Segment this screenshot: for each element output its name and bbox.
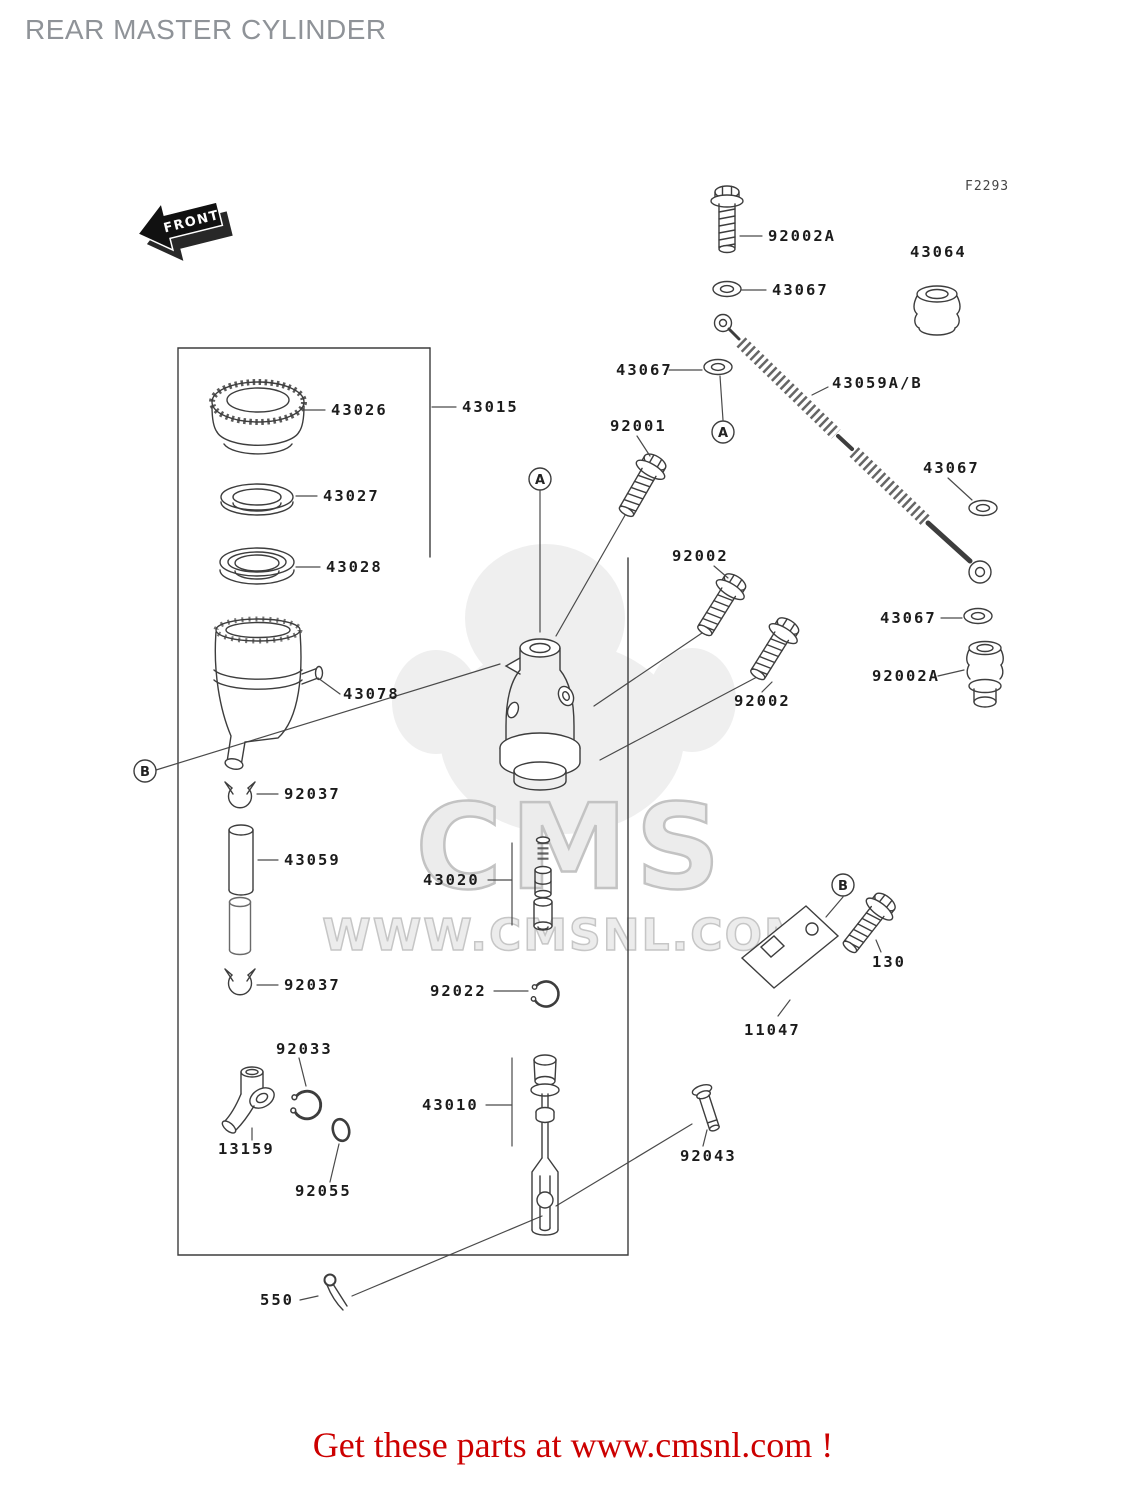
group-outline-box — [177, 347, 629, 1256]
marker-b-1: B — [133, 759, 157, 783]
part-label-43026: 43026 — [331, 401, 388, 419]
part-label-550: 550 — [260, 1291, 294, 1309]
part-washer-43067-2 — [703, 358, 733, 376]
part-label-92033: 92033 — [276, 1040, 333, 1058]
part-labels: 92002A 43067 43064 43067 43059A/B 43026 … — [218, 227, 980, 1309]
part-label-43010: 43010 — [422, 1096, 479, 1114]
part-piston-43020 — [533, 836, 553, 931]
marker-a-2: A — [528, 467, 552, 491]
part-bolt-92002-2 — [741, 611, 806, 687]
part-oring-92055 — [331, 1117, 351, 1143]
part-label-43059: 43059 — [284, 851, 341, 869]
part-cap-43026 — [209, 379, 307, 455]
part-snapring-92022 — [529, 979, 561, 1009]
part-label-92055: 92055 — [295, 1182, 352, 1200]
part-washer-43067-1 — [712, 280, 742, 298]
part-label-92037-2: 92037 — [284, 976, 341, 994]
svg-text:A: A — [718, 426, 728, 441]
part-label-92043: 92043 — [680, 1147, 737, 1165]
part-label-92002a-1: 92002A — [768, 227, 836, 245]
part-plate-43027 — [220, 483, 294, 516]
part-pin-92043 — [691, 1084, 720, 1132]
front-arrow: FRONT — [136, 201, 233, 261]
part-damper-43064 — [913, 285, 961, 336]
part-diaphragm-43028 — [219, 547, 295, 585]
part-label-130: 130 — [872, 953, 906, 971]
watermark-small-text: WWW.CMSNL.COM — [322, 910, 810, 961]
leader-lines-behind — [155, 490, 844, 1297]
part-hose-lower — [228, 896, 252, 956]
part-label-92022: 92022 — [430, 982, 487, 1000]
part-label-92001: 92001 — [610, 417, 667, 435]
svg-text:A: A — [535, 473, 545, 488]
part-pushrod-43010 — [530, 1054, 560, 1236]
part-washer-43067-4 — [963, 607, 993, 625]
watermark-big-text: CMS — [415, 778, 728, 916]
part-damper-bolt-92002a — [966, 640, 1004, 708]
svg-text:B: B — [140, 765, 150, 780]
part-rod-spring-43059ab — [713, 313, 992, 584]
part-label-43015: 43015 — [462, 398, 519, 416]
part-label-43067-4: 43067 — [880, 609, 937, 627]
page-title: REAR MASTER CYLINDER — [25, 14, 387, 45]
part-master-cylinder — [499, 638, 581, 791]
part-label-43027: 43027 — [323, 487, 380, 505]
part-label-13159: 13159 — [218, 1140, 275, 1158]
part-bolt-92001 — [610, 448, 673, 524]
part-clamp-92037-1 — [224, 781, 256, 809]
part-snapring-92033 — [288, 1088, 324, 1122]
marker-b-2: B — [831, 873, 855, 897]
part-bolt-92002-1 — [688, 567, 753, 643]
part-label-92037-1: 92037 — [284, 785, 341, 803]
part-label-43067-2: 43067 — [616, 361, 673, 379]
part-label-43059ab: 43059A/B — [832, 374, 923, 392]
leader-lines-front — [251, 235, 973, 1301]
diagram-linework — [155, 185, 1004, 1311]
part-elbow-13159 — [221, 1066, 275, 1134]
part-hose-43059 — [228, 824, 254, 896]
part-bolt-130 — [834, 886, 903, 961]
footer-link[interactable]: Get these parts at www.cmsnl.com ! — [312, 1425, 834, 1465]
reference-markers: A A B B — [133, 420, 855, 897]
part-label-92002a-2: 92002A — [872, 667, 940, 685]
marker-a-1: A — [711, 420, 735, 444]
part-label-43028: 43028 — [326, 558, 383, 576]
part-label-43020: 43020 — [423, 871, 480, 889]
figure-code: F2293 — [965, 179, 1009, 194]
part-label-43067-3: 43067 — [923, 459, 980, 477]
part-reservoir — [213, 616, 324, 770]
part-label-43078: 43078 — [343, 685, 400, 703]
svg-text:B: B — [838, 879, 848, 894]
part-label-92002-1: 92002 — [672, 547, 729, 565]
part-washer-43067-3 — [968, 499, 998, 517]
part-label-43064: 43064 — [910, 243, 967, 261]
part-label-43067-1: 43067 — [772, 281, 829, 299]
part-cotterpin-550 — [323, 1273, 348, 1311]
part-bolt-92002a-top — [710, 185, 744, 254]
part-clamp-92037-2 — [224, 968, 256, 996]
part-label-11047: 11047 — [744, 1021, 801, 1039]
part-label-92002-2: 92002 — [734, 692, 791, 710]
part-bracket-11047 — [740, 905, 840, 989]
watermark: CMS WWW.CMSNL.COM — [321, 544, 810, 962]
